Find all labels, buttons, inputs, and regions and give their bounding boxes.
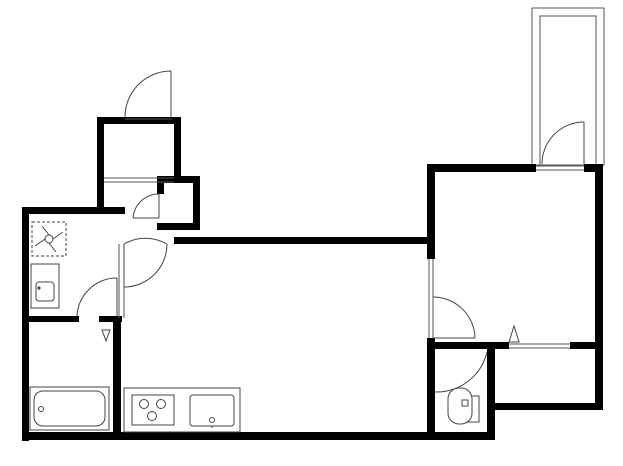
- balcony: [531, 7, 605, 166]
- toilet-icon: [447, 387, 480, 425]
- sink-icon: [189, 394, 235, 428]
- washbasin-icon: [30, 263, 60, 309]
- stove-icon: [131, 394, 175, 426]
- door-swings: [76, 70, 585, 393]
- openings: [104, 118, 584, 349]
- ventilation-fan-icon: [31, 221, 67, 257]
- bathtub-icon: [29, 386, 110, 431]
- walls: [22, 117, 603, 441]
- fixtures: [29, 221, 480, 433]
